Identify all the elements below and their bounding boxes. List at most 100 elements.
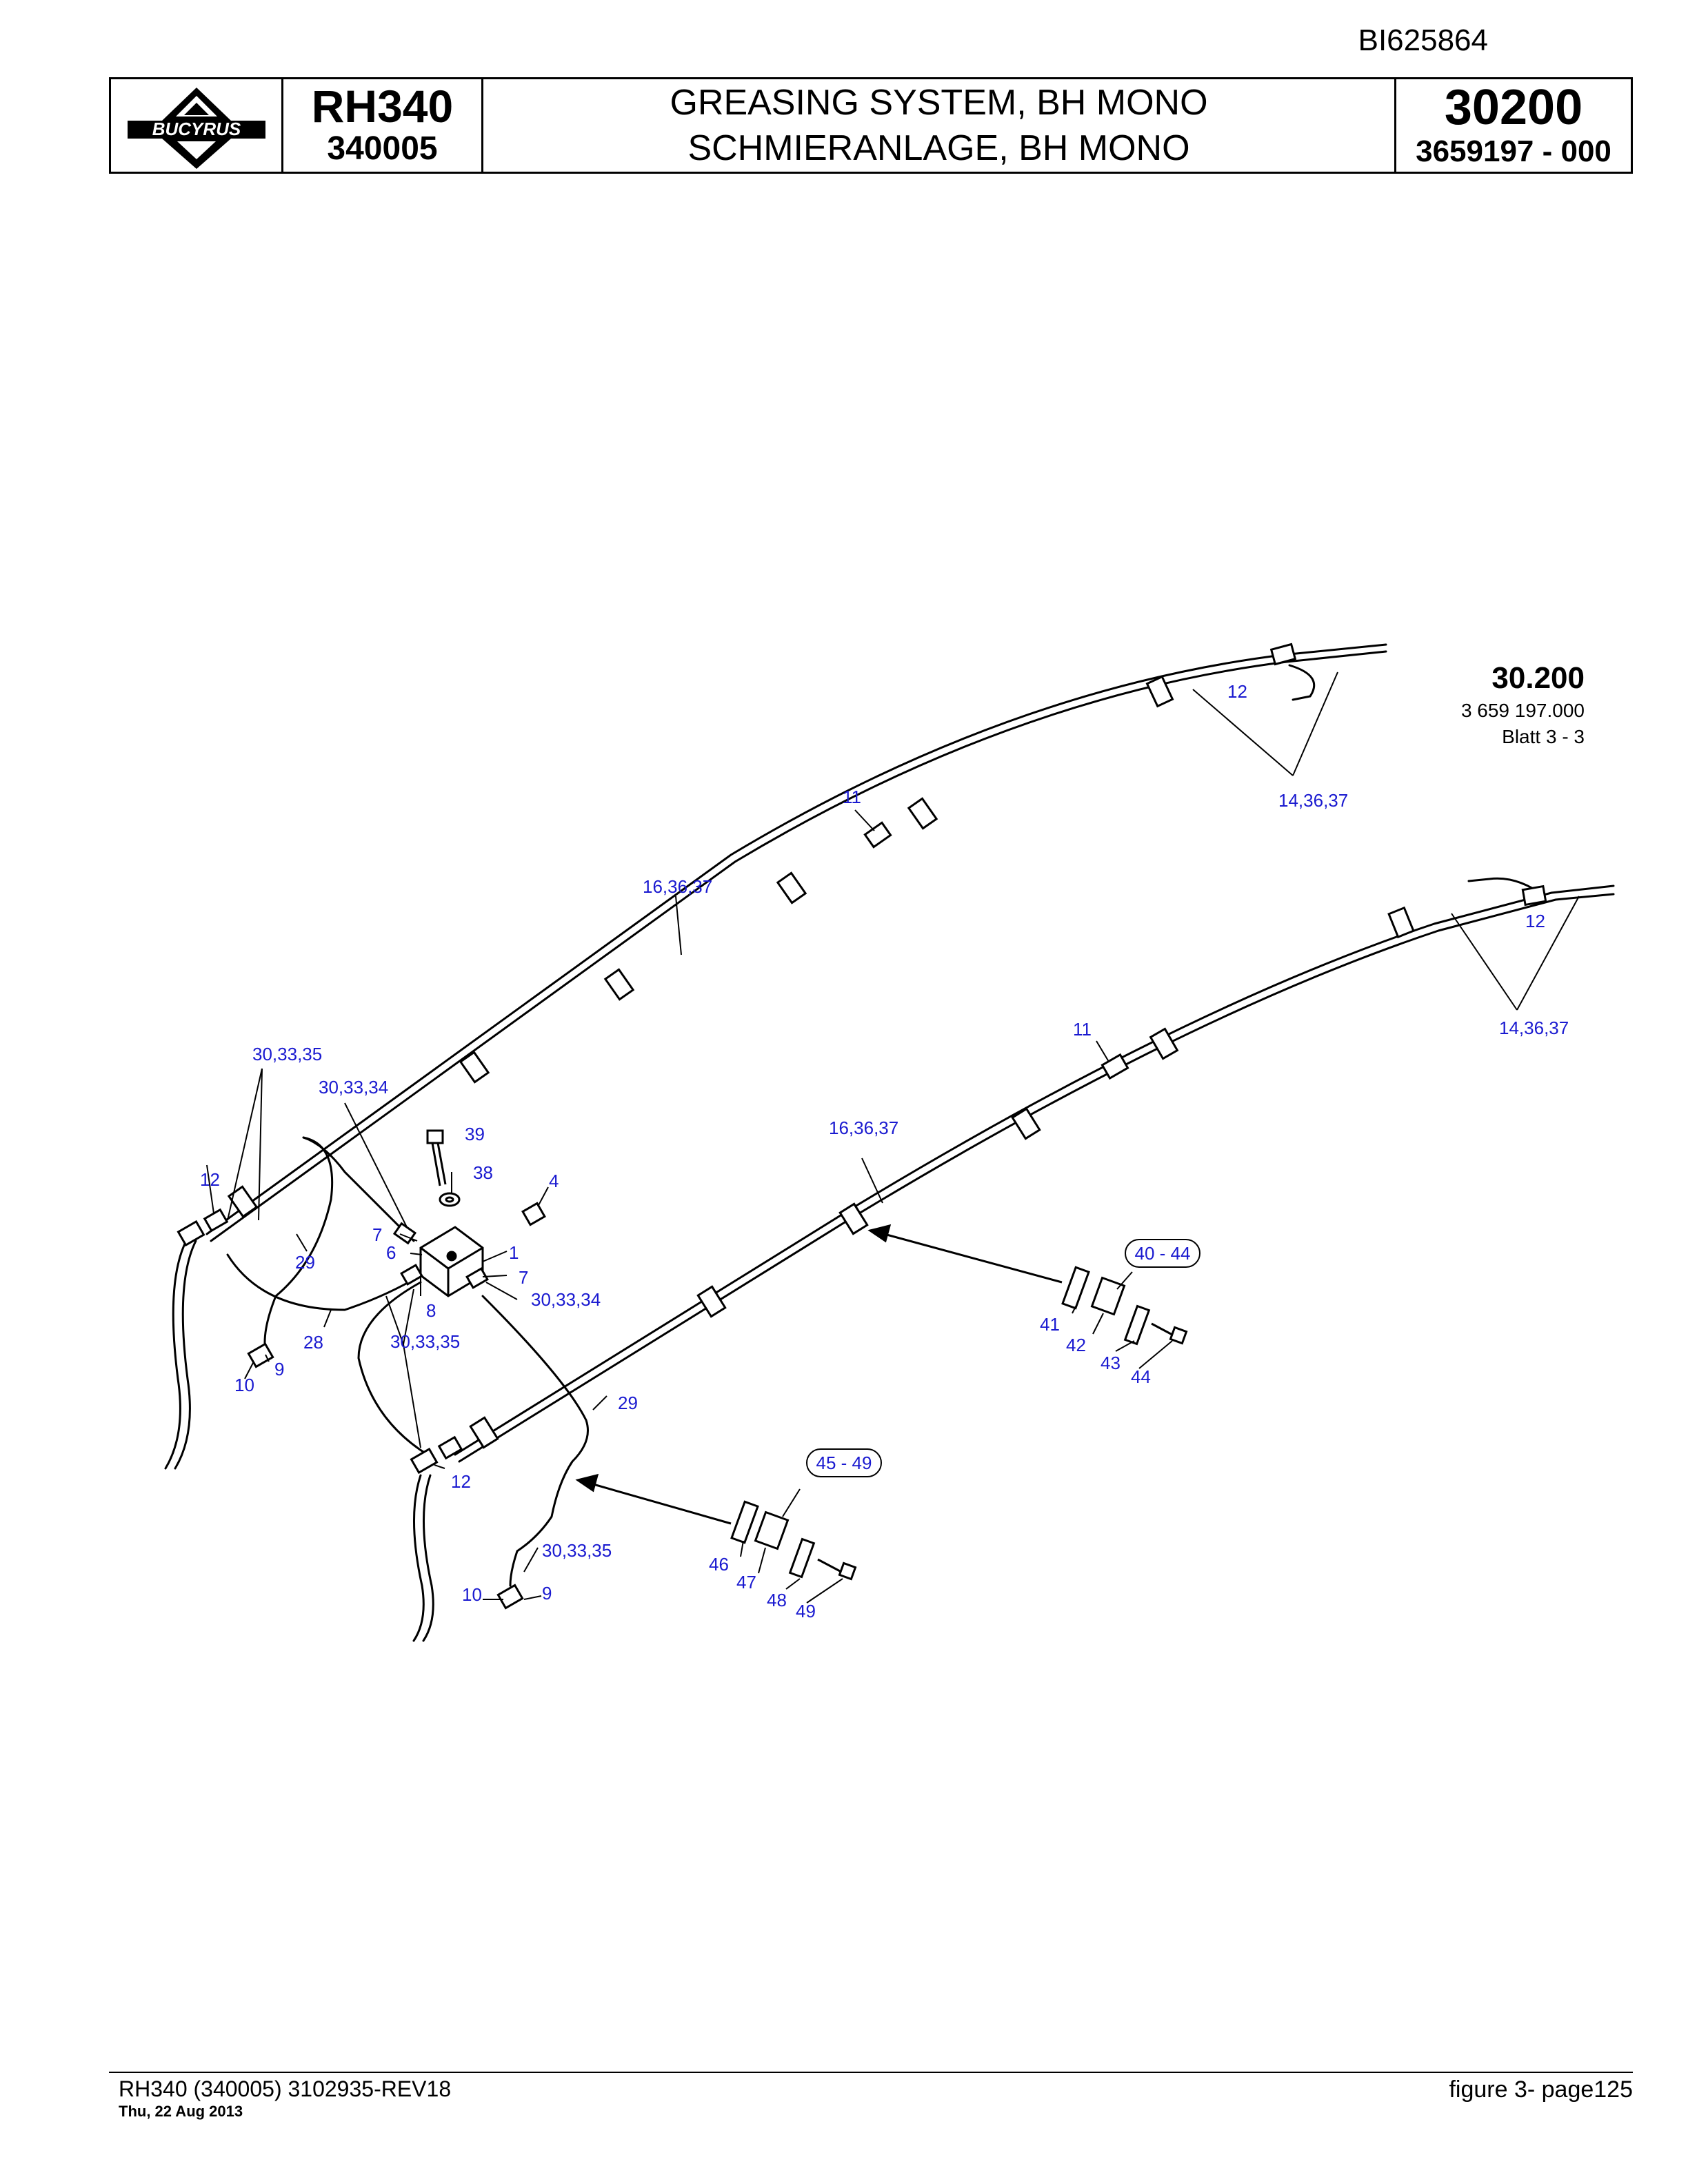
document-id: BI625864 [1358, 23, 1488, 57]
clamp-cover-plate [1123, 1304, 1151, 1346]
figure-group-number: 30.200 [1491, 661, 1585, 695]
hose-29-upper [263, 1136, 334, 1353]
callout-43: 43 [1101, 1353, 1121, 1373]
block-hose [302, 1136, 415, 1242]
callout-47: 47 [736, 1572, 756, 1593]
bolt-shaft [431, 1142, 441, 1186]
clamp-bolt-head [1169, 1326, 1188, 1345]
upper-grease-line [205, 643, 1387, 1235]
figure-drawing-number: 3 659 197.000 [1461, 700, 1585, 721]
title-english: GREASING SYSTEM, BH MONO [670, 83, 1208, 123]
mounting-hardware [426, 1129, 546, 1226]
detail-arrowhead [575, 1473, 599, 1493]
callout-bubble-45-49 [806, 1448, 882, 1477]
pipe-clamp [907, 797, 938, 830]
lower-grease-line-outline [458, 893, 1615, 1463]
callout-12: 12 [1227, 681, 1247, 702]
pipe-union [863, 821, 892, 849]
callout-39: 39 [465, 1124, 485, 1144]
model-cell: RH340 340005 [283, 79, 483, 172]
part-number: 3659197 - 000 [1416, 134, 1611, 168]
callout-14-36-37: 14,36,37 [1499, 1018, 1569, 1038]
callout-45-49: 45 - 49 [816, 1453, 872, 1473]
washer-hole [445, 1196, 454, 1203]
pipe-clamp [1149, 1027, 1179, 1060]
callout-29: 29 [295, 1252, 315, 1273]
detail-arrows [575, 1224, 1063, 1525]
callout-41: 41 [1040, 1314, 1060, 1335]
pipe-union [1269, 643, 1297, 666]
callout-30-33-34: 30,33,34 [319, 1077, 388, 1098]
callout-48: 48 [767, 1590, 787, 1610]
pipe-clamp [776, 871, 807, 904]
callout-10: 10 [234, 1375, 254, 1395]
footer-rule [109, 2072, 1633, 2073]
callout-7: 7 [372, 1224, 382, 1245]
callout-6: 6 [386, 1242, 396, 1263]
callout-30-33-34: 30,33,34 [531, 1289, 601, 1310]
distribution-block [392, 1222, 489, 1297]
pipe-union [1101, 1053, 1129, 1080]
callout-bubble-40-44 [1125, 1239, 1200, 1268]
logo-cell: BUCYRUS [111, 79, 283, 172]
callout-29: 29 [618, 1393, 638, 1413]
callout-10: 10 [462, 1584, 482, 1605]
callout-9: 9 [542, 1583, 552, 1604]
footer-page-ref: figure 3- page125 [1449, 2076, 1633, 2103]
group-cell: 30200 3659197 - 000 [1396, 79, 1631, 172]
detail-arrow-line [878, 1231, 1063, 1284]
callout-14-36-37: 14,36,37 [1278, 790, 1348, 811]
callout-30-33-35: 30,33,35 [252, 1044, 322, 1064]
block-fitting [465, 1267, 489, 1289]
callout-9: 9 [274, 1359, 284, 1379]
pipe-union [1521, 884, 1547, 907]
elbow-fitting [410, 1447, 439, 1475]
callout-1: 1 [509, 1242, 519, 1263]
figure-reference: 30.200 3 659 197.000 Blatt 3 - 3 [1461, 661, 1585, 747]
lower-grease-line [454, 884, 1615, 1456]
block-edge [448, 1246, 483, 1270]
elbow-fitting [203, 1208, 229, 1233]
clamp-half [754, 1510, 790, 1550]
pipe-clamp [469, 1416, 499, 1449]
clamp-bolt [1151, 1322, 1173, 1336]
lube-nipple-fitting [496, 1584, 524, 1610]
lower-line-clamps [469, 884, 1547, 1449]
callout-30-33-35: 30,33,35 [390, 1331, 460, 1352]
clamp-bolt [817, 1558, 842, 1573]
bolt-shaft [436, 1142, 447, 1185]
callout-12: 12 [200, 1169, 220, 1190]
pipe-clamp [459, 1051, 490, 1084]
pipe-clamp [1011, 1107, 1041, 1140]
pipe-clamp [696, 1285, 727, 1318]
callout-30-33-35: 30,33,35 [542, 1540, 612, 1561]
hose-29-lower [481, 1295, 589, 1587]
callout-49: 49 [796, 1601, 816, 1621]
pipe-clamp [1145, 675, 1174, 708]
clamp-plate [730, 1500, 759, 1544]
footer-date: Thu, 22 Aug 2013 [119, 2103, 243, 2120]
leader-lines [206, 671, 1580, 1604]
clamp-bolt-head [838, 1561, 857, 1581]
callout-12: 12 [451, 1471, 471, 1492]
bolt-head [426, 1129, 444, 1144]
logo-text: BUCYRUS [152, 119, 241, 139]
clamp-half [1090, 1276, 1126, 1316]
callout-28: 28 [303, 1332, 323, 1353]
bottom-hose-outline [422, 1474, 434, 1642]
lube-nipple-fitting [247, 1342, 274, 1368]
hose-fittings [177, 1208, 524, 1610]
callout-44: 44 [1131, 1366, 1151, 1387]
detail-arrowhead [867, 1224, 892, 1243]
upper-line-clamps [227, 643, 1297, 1218]
block-fitting [400, 1264, 423, 1286]
upper-grease-line-outline [210, 650, 1387, 1242]
block-edge [420, 1246, 449, 1270]
pipe-clamp [227, 1185, 259, 1218]
upper-end-hose [1288, 664, 1316, 701]
title-german: SCHMIERANLAGE, BH MONO [687, 128, 1190, 168]
bottom-hose [412, 1474, 425, 1642]
model-number: RH340 [311, 81, 454, 132]
detail-arrow-line [585, 1481, 732, 1525]
callout-11: 11 [843, 787, 861, 807]
